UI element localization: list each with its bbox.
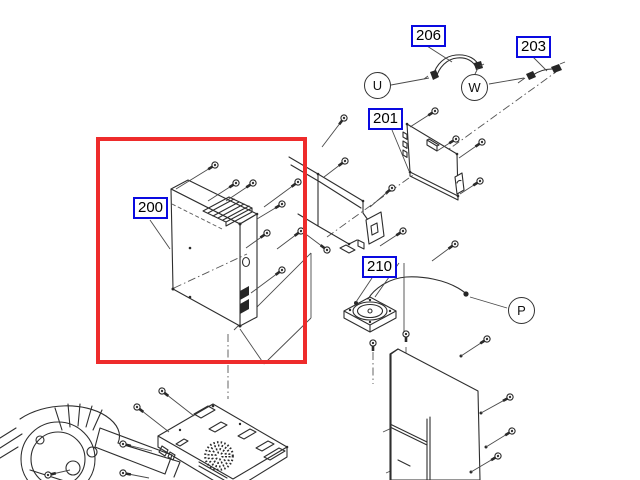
screw-icon (477, 333, 493, 348)
screw-icon (500, 391, 516, 405)
part-chassis-plate (157, 403, 289, 480)
screw-icon (368, 338, 378, 353)
screw-icon (502, 425, 518, 440)
heatsink-fins (202, 196, 253, 227)
screw-icon (335, 155, 351, 170)
screw-icon (472, 136, 488, 151)
screw-icon (470, 175, 486, 190)
screw-icon (335, 112, 350, 128)
screw-icon (156, 385, 172, 400)
screw-icon (393, 225, 409, 240)
wire-callout-u: U (364, 72, 391, 99)
part-label-201[interactable]: 201 (368, 108, 404, 130)
wire-callout-p: P (508, 297, 535, 324)
screw-icon (131, 401, 147, 416)
screw-icon (401, 329, 411, 344)
part-label-200[interactable]: 200 (133, 197, 169, 219)
screw-icon (445, 238, 461, 253)
screw-icon (317, 241, 333, 256)
part-side-panel (389, 348, 488, 480)
part-201-circuit-board (402, 122, 465, 201)
screw-icon (425, 105, 441, 120)
part-label-203[interactable]: 203 (516, 36, 552, 58)
part-210-fan (343, 262, 469, 333)
screw-icon (118, 468, 133, 479)
part-203-cable (488, 61, 566, 85)
part-motor-assembly (0, 403, 181, 480)
part-200-power-supply (170, 179, 259, 328)
part-label-210[interactable]: 210 (362, 256, 398, 278)
part-label-206[interactable]: 206 (411, 25, 447, 47)
screw-icon (446, 133, 462, 148)
label-leader-lines (149, 45, 548, 309)
screw-icon (117, 438, 133, 451)
screw-icon (488, 450, 504, 465)
fan-grille-mesh (204, 441, 234, 471)
highlight-box (96, 137, 307, 364)
wire-callout-w: W (461, 74, 488, 101)
